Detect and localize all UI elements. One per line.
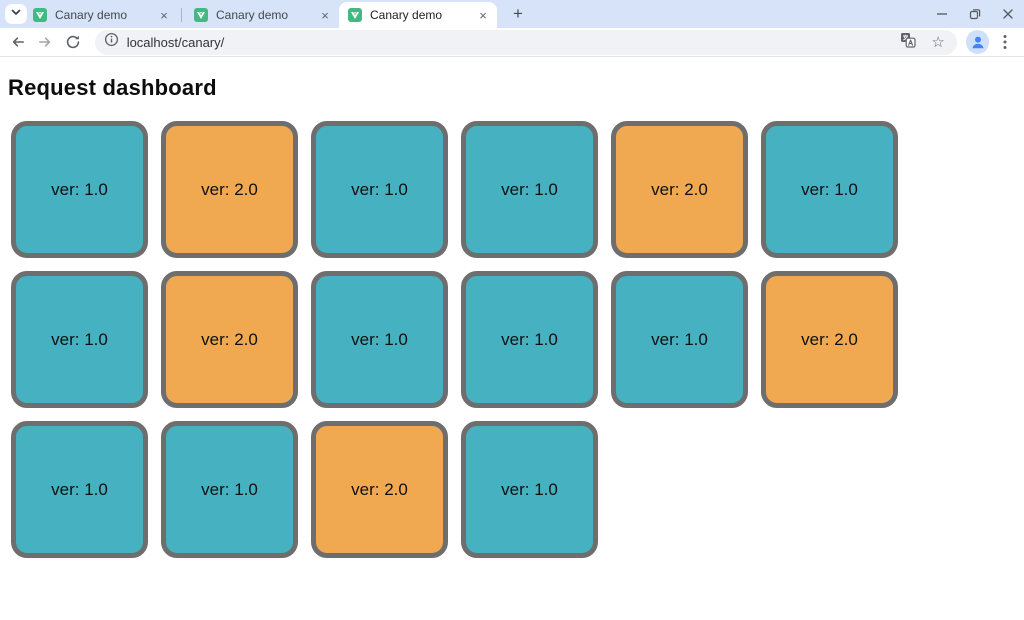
restore-button[interactable] <box>958 0 991 28</box>
url-text[interactable]: localhost/canary/ <box>126 34 225 50</box>
close-tab-icon[interactable]: × <box>160 7 168 23</box>
minimize-icon <box>936 13 947 15</box>
version-label: ver: 1.0 <box>501 479 558 499</box>
tab-canary-demo-1[interactable]: Canary demo × <box>24 2 178 28</box>
version-card: ver: 1.0 <box>311 121 448 258</box>
tab-search-button[interactable] <box>5 4 27 24</box>
page-title: Request dashboard <box>8 75 217 100</box>
tab-list: Canary demo × Canary demo × Canary demo … <box>24 0 531 28</box>
version-card: ver: 1.0 <box>461 421 598 558</box>
close-icon <box>1002 9 1013 19</box>
version-label: ver: 2.0 <box>351 479 408 499</box>
version-label: ver: 1.0 <box>51 479 108 499</box>
request-card-grid: ver: 1.0 ver: 2.0 ver: 1.0 ver: 1.0 ver:… <box>11 121 971 558</box>
address-bar-actions: ☆ <box>900 32 945 53</box>
person-icon <box>972 36 984 49</box>
window-controls <box>925 0 1024 28</box>
version-card: ver: 1.0 <box>461 271 598 408</box>
version-label: ver: 1.0 <box>801 179 858 199</box>
translate-icon[interactable] <box>900 32 917 53</box>
site-favicon <box>33 8 47 22</box>
restore-icon <box>969 9 980 20</box>
bookmark-star-icon[interactable]: ☆ <box>931 33 945 51</box>
version-card: ver: 2.0 <box>611 121 748 258</box>
page-content: Request dashboard ver: 1.0 ver: 2.0 ver:… <box>0 75 1024 620</box>
version-card: ver: 2.0 <box>161 271 298 408</box>
tab-canary-demo-2[interactable]: Canary demo × <box>185 2 339 28</box>
profile-avatar[interactable] <box>965 30 990 54</box>
version-card: ver: 1.0 <box>11 271 148 408</box>
version-card: ver: 2.0 <box>161 121 298 258</box>
version-card: ver: 2.0 <box>761 271 898 408</box>
version-label: ver: 1.0 <box>501 329 558 349</box>
tab-title: Canary demo <box>370 8 443 22</box>
back-button[interactable] <box>6 30 30 54</box>
chevron-down-icon <box>10 5 22 23</box>
browser-window: Canary demo × Canary demo × Canary demo … <box>0 0 1024 558</box>
tab-title: Canary demo <box>216 8 289 22</box>
tab-canary-demo-3[interactable]: Canary demo × <box>339 2 497 28</box>
version-card: ver: 1.0 <box>11 121 148 258</box>
version-label: ver: 1.0 <box>501 179 558 199</box>
version-label: ver: 2.0 <box>801 329 858 349</box>
new-tab-button[interactable]: + <box>513 3 523 23</box>
version-label: ver: 2.0 <box>201 179 258 199</box>
version-card: ver: 1.0 <box>311 271 448 408</box>
version-card: ver: 1.0 <box>161 421 298 558</box>
version-card: ver: 2.0 <box>311 421 448 558</box>
version-label: ver: 2.0 <box>201 329 258 349</box>
address-bar[interactable]: localhost/canary/ ☆ <box>94 29 957 55</box>
kebab-menu-icon <box>1003 35 1007 49</box>
version-card: ver: 1.0 <box>611 271 748 408</box>
back-icon <box>12 37 24 47</box>
close-window-button[interactable] <box>991 0 1024 28</box>
version-card: ver: 1.0 <box>761 121 898 258</box>
version-label: ver: 1.0 <box>201 479 258 499</box>
version-label: ver: 1.0 <box>51 329 108 349</box>
close-tab-icon[interactable]: × <box>479 7 487 23</box>
close-tab-icon[interactable]: × <box>321 7 329 23</box>
reload-button[interactable] <box>61 30 85 54</box>
tab-title: Canary demo <box>55 8 128 22</box>
reload-icon <box>66 35 80 49</box>
minimize-button[interactable] <box>925 0 958 28</box>
forward-button[interactable] <box>34 30 58 54</box>
browser-toolbar: localhost/canary/ ☆ <box>0 28 1024 57</box>
version-label: ver: 1.0 <box>51 179 108 199</box>
version-label: ver: 2.0 <box>651 179 708 199</box>
version-label: ver: 1.0 <box>351 179 408 199</box>
page-info-icon[interactable] <box>104 32 119 52</box>
site-favicon <box>194 8 208 22</box>
version-label: ver: 1.0 <box>651 329 708 349</box>
tab-divider <box>181 8 182 22</box>
version-card: ver: 1.0 <box>461 121 598 258</box>
browser-menu-button[interactable] <box>994 30 1016 54</box>
tab-strip: Canary demo × Canary demo × Canary demo … <box>0 0 1024 28</box>
forward-icon <box>39 37 51 47</box>
site-favicon <box>348 8 362 22</box>
version-label: ver: 1.0 <box>351 329 408 349</box>
version-card: ver: 1.0 <box>11 421 148 558</box>
